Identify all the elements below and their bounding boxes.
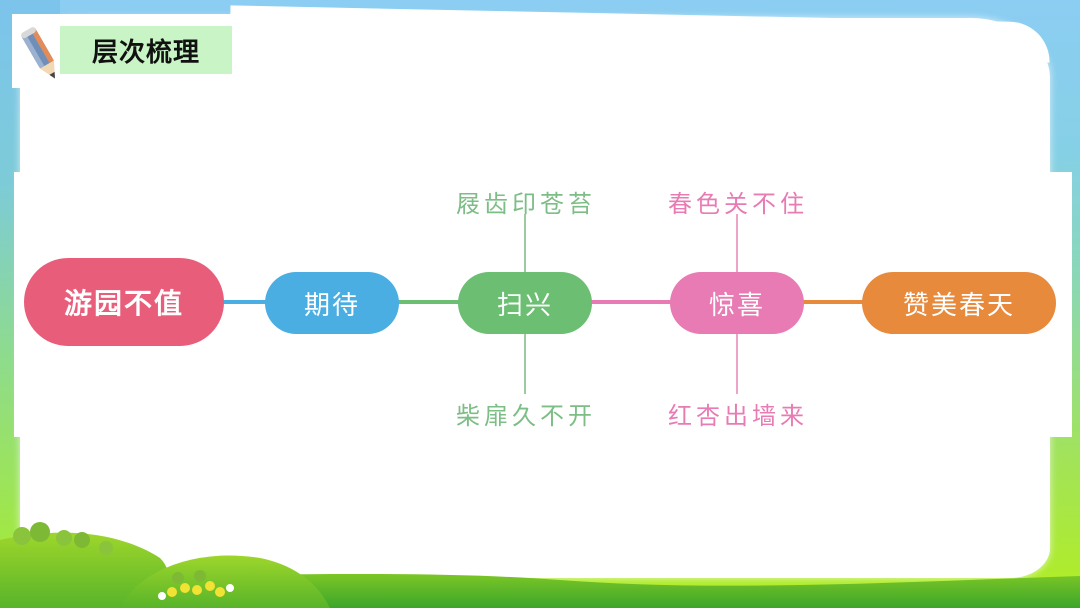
branch-line-disappointment-bottom (524, 334, 526, 394)
node-praise: 赞美春天 (862, 272, 1056, 334)
section-title: 层次梳理 (60, 26, 232, 74)
node-disappointment-label: 扫兴 (496, 290, 553, 321)
node-praise-label: 赞美春天 (902, 290, 1015, 321)
node-surprise-label: 惊喜 (708, 290, 765, 321)
leaf-disappointment-top: 屐齿印苍苔 (456, 190, 596, 218)
connector-disappointment-surprise (588, 300, 674, 304)
connector-expectation-disappointment (395, 300, 465, 304)
leaf-surprise-bottom: 红杏出墙来 (668, 402, 808, 430)
hills-decoration (0, 522, 1080, 608)
node-root-label: 游园不值 (63, 287, 184, 320)
branch-line-disappointment-top (524, 214, 526, 272)
node-disappointment: 扫兴 (458, 272, 592, 334)
pencil-icon (21, 27, 55, 79)
node-root: 游园不值 (24, 258, 224, 346)
leaf-disappointment-bottom: 柴扉久不开 (456, 402, 596, 430)
leaf-surprise-top: 春色关不住 (668, 190, 808, 218)
branch-line-surprise-top (736, 214, 738, 272)
node-expectation-label: 期待 (303, 290, 360, 321)
connector-surprise-praise (800, 300, 866, 304)
section-title-badge: 层次梳理 (12, 14, 234, 88)
node-expectation: 期待 (265, 272, 399, 334)
node-surprise: 惊喜 (670, 272, 804, 334)
branch-line-surprise-bottom (736, 334, 738, 394)
connector-root-expectation (215, 300, 270, 304)
